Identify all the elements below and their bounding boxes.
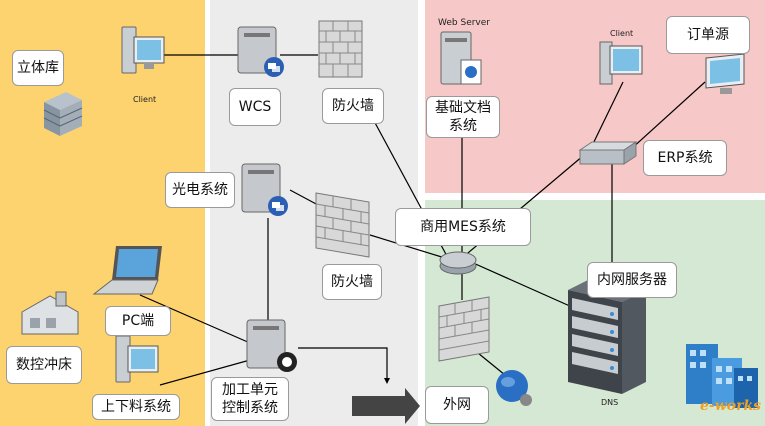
mes-label: 商用MES系统 (395, 208, 531, 246)
client-right-label: Client (610, 29, 634, 38)
internet-label[interactable]: 外网 (425, 386, 489, 424)
client-computer-icon (121, 26, 165, 74)
loading-computer-icon (115, 335, 159, 383)
firewall-top-icon (318, 20, 363, 78)
firewall-mid-label: 防火墙 (322, 264, 382, 300)
client-right-icon (599, 41, 643, 85)
basic-docs-label: 基础文档 系统 (426, 96, 500, 138)
order-source-icon (705, 53, 745, 94)
firewall-mid-icon (315, 192, 370, 258)
firewall-internet-icon (438, 296, 490, 362)
internet-arrow-icon (352, 388, 420, 424)
cnc-press-icon (21, 291, 79, 335)
unit-control-label: 加工单元 控制系统 (211, 377, 289, 421)
intranet-server-label: 内网服务器 (587, 262, 677, 298)
dns-label: DNS (601, 398, 619, 407)
order-source-label: 订单源 (666, 16, 750, 54)
firewall-top-label: 防火墙 (322, 88, 384, 124)
cnc-press-label: 数控冲床 (6, 346, 82, 384)
photoelectric-label: 光电系统 (165, 172, 235, 208)
mes-router-icon (439, 251, 477, 275)
photoelectric-server-icon (241, 163, 288, 216)
erp-switch-icon (578, 141, 638, 165)
building-logo-icon (686, 344, 758, 408)
warehouse-label: 立体库 (12, 50, 64, 86)
web-server-label: Web Server (438, 18, 490, 28)
client-left-label: Client (133, 95, 157, 104)
erp-label: ERP系统 (643, 140, 727, 176)
laptop-icon (92, 246, 162, 295)
web-server-icon (440, 31, 482, 85)
loading-system-label: 上下料系统 (92, 394, 180, 420)
unit-control-server-icon (246, 319, 297, 372)
wcs-label: WCS (229, 88, 281, 126)
pc-end-label: PC端 (105, 306, 171, 336)
watermark: e-works (700, 398, 762, 414)
globe-icon (496, 370, 532, 406)
warehouse-icon (43, 92, 83, 136)
wcs-server-icon (237, 26, 284, 77)
